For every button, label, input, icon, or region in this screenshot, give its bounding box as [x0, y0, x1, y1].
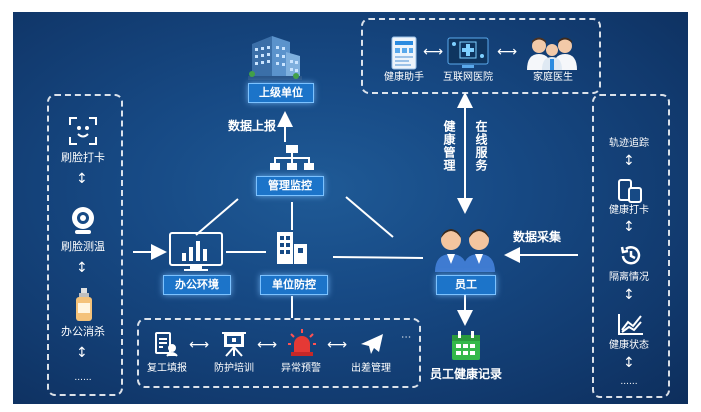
training-icon	[221, 330, 247, 358]
left-panel	[47, 94, 123, 396]
office-env-label: 办公环境	[163, 275, 231, 295]
service-label-1: 互联网医院	[443, 72, 493, 83]
bottom-label-2: 异常预警	[281, 363, 321, 374]
left-more-label: ......	[74, 373, 92, 383]
left-label-2: 办公消杀	[61, 325, 105, 338]
employees-icon	[433, 226, 497, 272]
alarm-light-icon	[287, 328, 317, 358]
hospital-screen-icon	[446, 34, 490, 70]
left-label-0: 刷脸打卡	[61, 151, 105, 164]
top-unit-label: 上级单位	[248, 83, 314, 103]
building-icon	[246, 26, 304, 82]
online-service-label: 在线服务	[474, 120, 488, 172]
vertical-double-arrow-icon: ↕	[623, 153, 635, 169]
service-label-2: 家庭医生	[533, 72, 573, 83]
mobile-devices-icon	[617, 178, 643, 204]
bottom-panel	[137, 318, 421, 388]
right-label-1: 健康打卡	[609, 205, 649, 216]
double-arrow-icon: ⟷	[497, 44, 518, 60]
form-user-icon	[154, 331, 178, 357]
doctors-icon	[525, 34, 581, 70]
monitor-chart-icon	[168, 231, 224, 273]
face-scan-icon	[68, 116, 98, 146]
unit-control-label: 单位防控	[260, 275, 328, 295]
camera-icon	[69, 206, 97, 236]
bottom-label-3: 出差管理	[351, 363, 391, 374]
phone-app-icon	[391, 36, 417, 70]
double-arrow-icon: ⟷	[257, 337, 278, 353]
vertical-double-arrow-icon: ↕	[76, 260, 88, 276]
right-label-2: 隔离情况	[609, 272, 649, 283]
calendar-icon	[450, 330, 482, 362]
services-panel	[361, 18, 601, 94]
line-chart-icon	[617, 312, 645, 336]
network-hierarchy-icon	[270, 144, 314, 172]
right-label-0: 轨迹追踪	[609, 138, 649, 149]
sanitizer-bottle-icon	[74, 288, 94, 322]
diagram-canvas: 上级单位 数据上报 管理监控 办公环境 单位防控	[13, 12, 688, 404]
employee-label: 员工	[436, 275, 496, 295]
right-panel	[592, 94, 670, 398]
double-arrow-icon: ⟷	[189, 337, 210, 353]
left-label-1: 刷脸测温	[61, 240, 105, 253]
vertical-double-arrow-icon: ↕	[76, 345, 88, 361]
right-label-3: 健康状态	[609, 340, 649, 351]
vertical-double-arrow-icon: ↕	[623, 219, 635, 235]
bottom-label-1: 防护培训	[214, 363, 254, 374]
vertical-double-arrow-icon: ↕	[623, 355, 635, 371]
double-arrow-icon: ⟷	[423, 44, 444, 60]
double-arrow-icon: ⟷	[327, 337, 348, 353]
data-collect-label: 数据采集	[513, 230, 562, 244]
service-label-0: 健康助手	[384, 72, 424, 83]
right-more-label: ......	[620, 377, 638, 387]
office-building-icon	[275, 230, 309, 266]
vertical-double-arrow-icon: ↕	[76, 171, 88, 187]
bottom-more-dots: ⋮	[400, 332, 411, 342]
vertical-double-arrow-icon: ↕	[623, 287, 635, 303]
health-record-label: 员工健康记录	[429, 367, 502, 381]
management-label: 管理监控	[256, 176, 324, 196]
health-mgmt-label: 健康管理	[442, 120, 456, 172]
data-report-label: 数据上报	[228, 119, 277, 133]
bottom-label-0: 复工填报	[147, 363, 187, 374]
plane-icon	[359, 332, 385, 358]
clock-history-icon	[619, 244, 643, 268]
